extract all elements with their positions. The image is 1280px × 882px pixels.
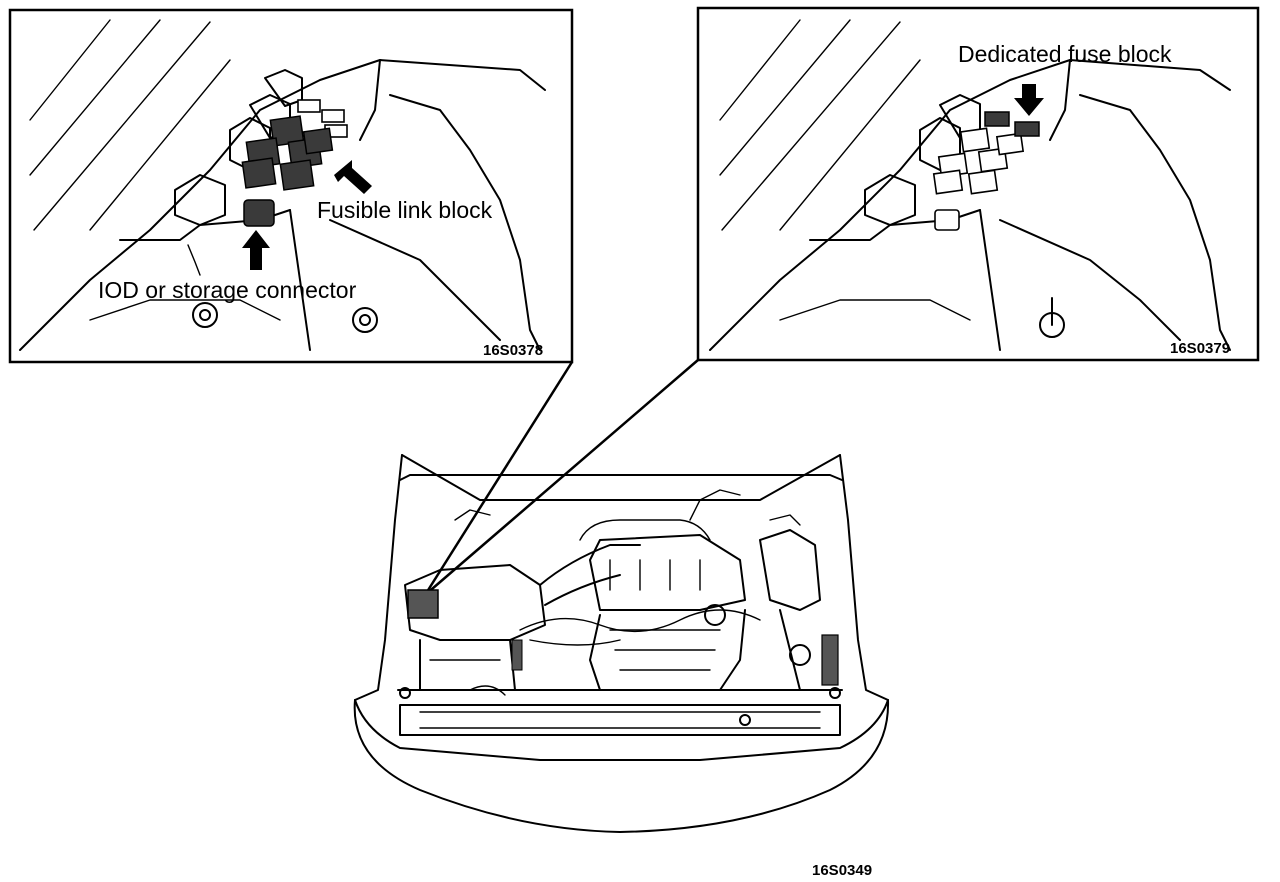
engine-bay-detail-left <box>19 19 546 351</box>
arrow-iod-connector <box>242 230 270 270</box>
label-fusible-link-block: Fusible link block <box>317 197 493 223</box>
fusible-link-block <box>241 115 334 191</box>
inset-panel-dedicated-fuse: Dedicated fuse block 16S0379 <box>696 6 1260 362</box>
arrow-dedicated-fuse <box>1014 84 1044 116</box>
car-front-engine-bay <box>353 454 890 833</box>
iod-connector <box>243 199 275 227</box>
figure-code-left: 16S0378 <box>483 342 543 359</box>
engine-bay-detail-right <box>709 19 1231 351</box>
inset-panel-fusible-link: Fusible link block IOD or storage connec… <box>8 8 574 364</box>
main-fuse-box <box>407 589 439 619</box>
figure-code-main: 16S0349 <box>812 862 872 879</box>
label-dedicated-fuse-block: Dedicated fuse block <box>958 41 1172 67</box>
callout-lines <box>423 359 699 596</box>
figure-code-right: 16S0379 <box>1170 340 1230 357</box>
arrow-fusible-link <box>334 160 372 194</box>
label-iod-connector: IOD or storage connector <box>98 277 357 303</box>
dedicated-fuse-block <box>932 111 1040 195</box>
